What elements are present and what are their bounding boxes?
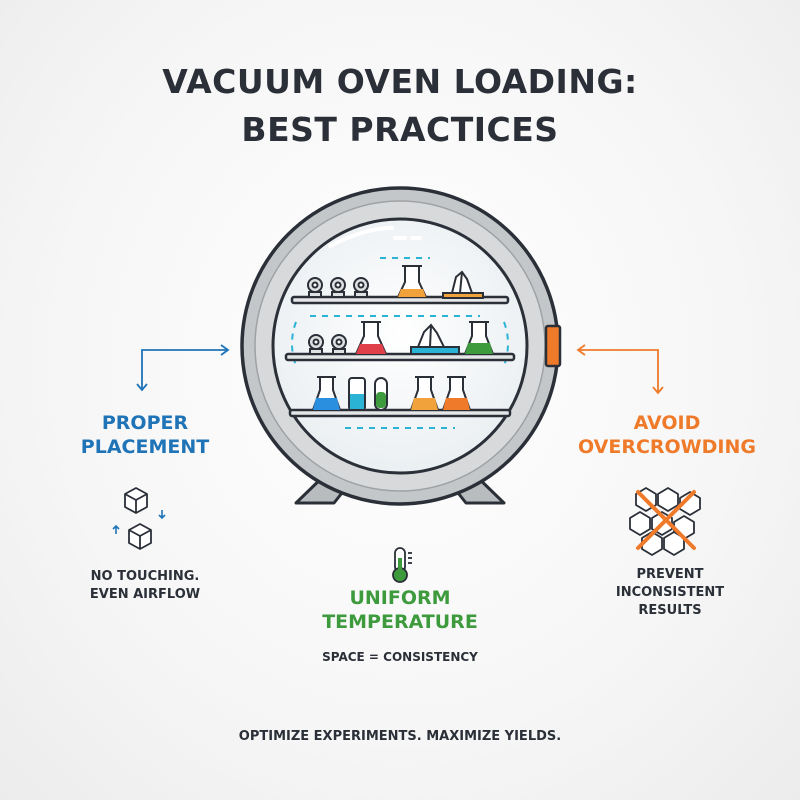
middle-shelf-items	[308, 321, 495, 355]
title-line-2: BEST PRACTICES	[241, 110, 559, 149]
caption-line: INCONSISTENT	[615, 585, 725, 600]
heading-line: UNIFORM	[349, 587, 451, 609]
airflow-arrows-icon	[112, 510, 166, 534]
test-tube-icon	[374, 377, 388, 411]
caption-line: NO TOUCHING.	[90, 569, 200, 584]
airflow-lines	[291, 257, 509, 429]
proper-placement-heading: PROPER PLACEMENT	[70, 411, 220, 459]
flask-icon	[441, 376, 472, 411]
caption-line: PREVENT	[636, 567, 704, 582]
top-shelf-items	[307, 265, 484, 299]
heading-line: PROPER	[101, 412, 189, 434]
uniform-temperature-heading: UNIFORM TEMPERATURE	[300, 586, 500, 634]
left-connector-arrow	[136, 344, 230, 392]
oven-shelves	[284, 295, 516, 418]
crystal-icon	[410, 323, 460, 355]
flask-icon	[311, 376, 342, 411]
page-title: VACUUM OVEN LOADING: BEST PRACTICES	[0, 58, 800, 154]
crystal-icon	[442, 270, 484, 299]
thermometer-icon	[392, 547, 412, 583]
flask-icon	[409, 376, 440, 411]
door-handle[interactable]	[544, 324, 562, 368]
gear-icon	[308, 334, 347, 355]
gear-icon	[307, 277, 369, 298]
spaced-cubes-icon	[124, 487, 152, 550]
heading-line: AVOID	[633, 412, 701, 434]
cross-icon	[636, 490, 696, 550]
caption-line: EVEN AIRFLOW	[89, 587, 201, 602]
proper-placement-caption: NO TOUCHING. EVEN AIRFLOW	[70, 568, 220, 604]
flask-icon	[354, 321, 388, 355]
footer-tagline: OPTIMIZE EXPERIMENTS. MAXIMIZE YIELDS.	[238, 729, 562, 744]
heading-line: TEMPERATURE	[322, 611, 478, 633]
title-line-1: VACUUM OVEN LOADING:	[162, 62, 638, 101]
flask-icon	[396, 265, 428, 298]
right-connector-arrow	[576, 344, 664, 395]
heading-line: OVERCROWDING	[578, 436, 756, 458]
avoid-overcrowding-heading: AVOID OVERCROWDING	[572, 411, 762, 459]
caption-line: RESULTS	[638, 603, 702, 618]
avoid-overcrowding-caption: PREVENT INCONSISTENT RESULTS	[590, 566, 750, 620]
bottom-shelf-items	[311, 376, 472, 411]
uniform-temperature-caption: SPACE = CONSISTENCY	[322, 650, 478, 664]
beaker-icon	[348, 377, 366, 411]
flask-icon	[463, 321, 495, 355]
heading-line: PLACEMENT	[80, 436, 210, 458]
